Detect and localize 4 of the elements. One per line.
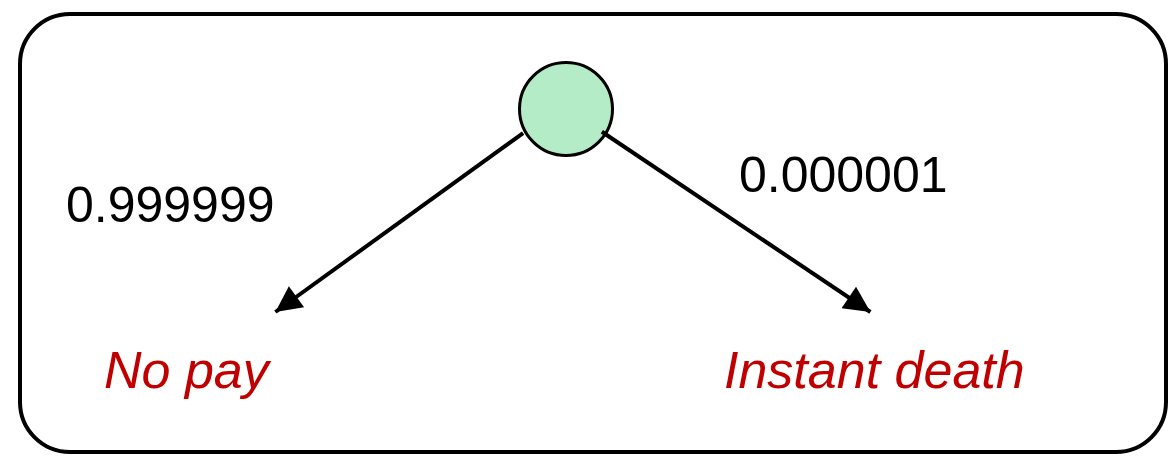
arrow [274, 131, 525, 314]
outcome-label: Instant death [724, 316, 1144, 396]
arrow [600, 130, 872, 314]
frame-box [18, 12, 1168, 454]
